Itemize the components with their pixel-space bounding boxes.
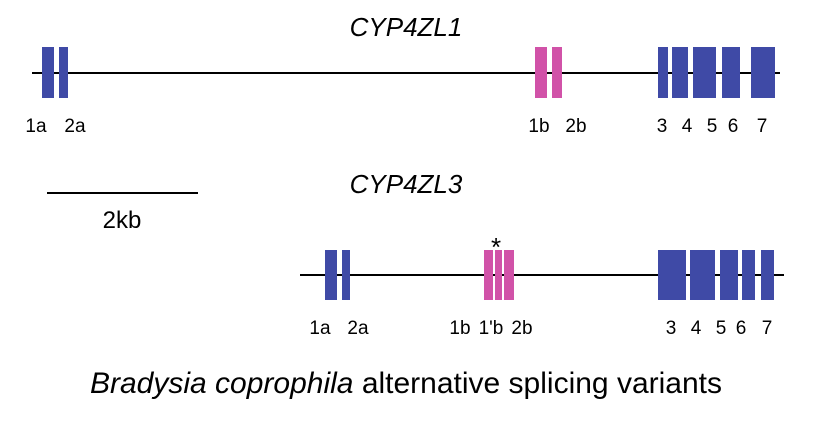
exon-label: 1a [309, 318, 331, 339]
exon-label: 5 [707, 116, 718, 137]
exon-label: 3 [666, 318, 677, 339]
exon-label: 5 [716, 318, 727, 339]
exon-label: 2a [347, 318, 369, 339]
exon-2a [59, 47, 68, 98]
scale-bar-label: 2kb [103, 207, 142, 234]
exon-1prime-b [495, 250, 502, 300]
exon-label: 1'b [479, 318, 504, 339]
exon-1b [535, 47, 547, 98]
exon-label: 2a [64, 116, 86, 137]
exon-label: 4 [691, 318, 702, 339]
exon-5 [693, 47, 716, 98]
exon-1a [325, 250, 337, 300]
asterisk-marker: * [491, 232, 501, 262]
figure-caption: Bradysia coprophila alternative splicing… [90, 367, 722, 400]
exon-label: 7 [762, 318, 773, 339]
exon-label: 7 [757, 116, 768, 137]
exon-4 [690, 250, 715, 300]
exon-label: 6 [728, 116, 739, 137]
exon-label: 1b [528, 116, 549, 137]
exons-cyp4zl1 [42, 47, 775, 98]
exon-labels-cyp4zl1: 1a 2a 1b 2b 3 4 5 6 7 [25, 116, 767, 137]
exon-2b [504, 250, 514, 300]
exon-7 [751, 47, 775, 98]
caption-text: alternative splicing variants [362, 367, 722, 400]
exon-labels-cyp4zl3: 1a 2a 1b 1'b 2b 3 4 5 6 7 [309, 318, 772, 339]
exon-5 [720, 250, 738, 300]
exon-label: 4 [682, 116, 693, 137]
exon-3 [658, 47, 668, 98]
caption-species: Bradysia coprophila [90, 367, 353, 400]
exon-label: 1b [449, 318, 470, 339]
exon-2b [552, 47, 562, 98]
gene-title-cyp4zl3: CYP4ZL3 [350, 169, 463, 199]
exon-3 [658, 250, 686, 300]
exon-1b [484, 250, 493, 300]
exon-label: 6 [736, 318, 747, 339]
exon-label: 3 [657, 116, 668, 137]
exon-2a [342, 250, 350, 300]
exon-6 [742, 250, 755, 300]
exon-label: 2b [511, 318, 532, 339]
exon-label: 1a [25, 116, 47, 137]
gene-title-cyp4zl1: CYP4ZL1 [350, 12, 463, 42]
exon-7 [761, 250, 774, 300]
exons-cyp4zl3 [325, 250, 774, 300]
exon-6 [722, 47, 740, 98]
exon-1a [42, 47, 54, 98]
exon-4 [672, 47, 688, 98]
exon-label: 2b [565, 116, 586, 137]
